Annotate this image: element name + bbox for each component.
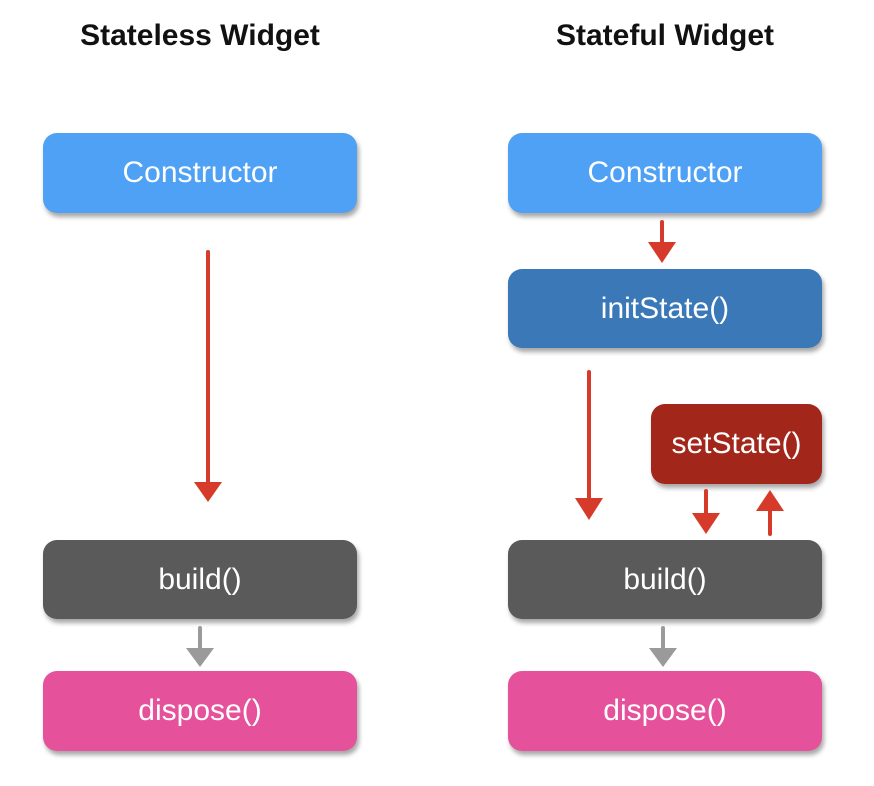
- stateless-build-box: build(): [43, 540, 357, 619]
- stateless-constructor-box: Constructor: [43, 133, 357, 213]
- init-state-box: initState(): [508, 269, 822, 348]
- arrow-down-icon: [648, 220, 676, 263]
- stateful-build-box: build(): [508, 540, 822, 619]
- arrow-down-icon: [575, 370, 603, 520]
- arrow-down-icon: [186, 626, 214, 667]
- arrow-down-icon: [649, 626, 677, 667]
- stateful-widget-title: Stateful Widget: [555, 19, 775, 52]
- stateless-dispose-box: dispose(): [43, 671, 357, 751]
- stateless-widget-title: Stateless Widget: [80, 19, 320, 52]
- stateful-constructor-box: Constructor: [508, 133, 822, 213]
- arrow-up-icon: [756, 490, 784, 536]
- arrow-down-icon: [692, 489, 720, 534]
- arrow-down-icon: [194, 250, 222, 502]
- stateful-dispose-box: dispose(): [508, 671, 822, 751]
- set-state-box: setState(): [651, 404, 822, 484]
